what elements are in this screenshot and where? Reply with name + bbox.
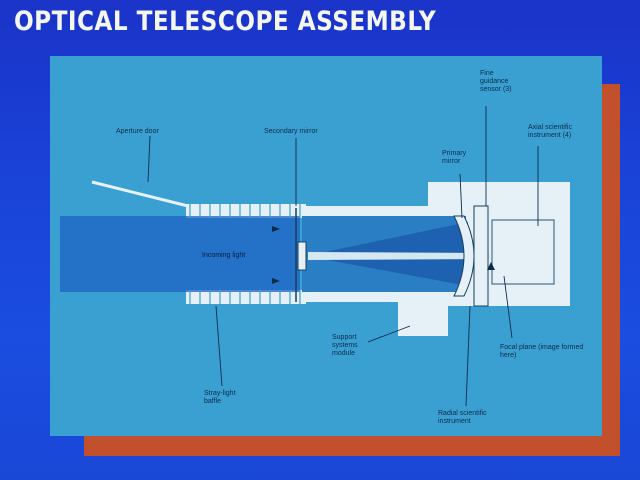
diagram-panel: Aperture door Secondary mirror Fine guid… xyxy=(50,56,602,436)
radial-instrument-leader xyxy=(465,305,471,407)
arrow-bottom xyxy=(272,278,280,284)
label-primary-mirror: Primary mirror xyxy=(442,150,467,165)
label-secondary-mirror: Secondary mirror xyxy=(264,128,318,135)
support-module-leader xyxy=(367,325,411,343)
focal-plane-leader xyxy=(503,275,513,339)
tube-top-wall xyxy=(302,206,478,216)
arrow-top xyxy=(272,226,280,232)
label-axial-instrument: Axial scientific instrument (4) xyxy=(528,124,572,139)
baffle-bottom-wall xyxy=(186,290,306,304)
primary-mirror xyxy=(453,215,475,297)
label-focal-plane: Focal plane (image formed here) xyxy=(500,344,584,359)
label-stray-light-baffle: Stray-light baffle xyxy=(204,390,236,405)
stray-light-leader xyxy=(215,305,223,387)
secondary-mirror xyxy=(297,241,307,271)
arrow-return xyxy=(487,262,495,270)
aperture-door xyxy=(91,180,189,208)
baffle-top-wall xyxy=(186,204,306,218)
label-aperture-door: Aperture door xyxy=(116,128,159,135)
light-beam xyxy=(60,216,300,292)
label-fine-guidance-sensor: Fine guidance sensor (3) xyxy=(480,70,512,93)
telescope-diagram xyxy=(60,106,570,407)
label-incoming-light: Incoming light xyxy=(202,252,246,259)
label-radial-instrument: Radial scientific instrument xyxy=(438,410,487,425)
slide-title: OPTICAL TELESCOPE ASSEMBLY xyxy=(14,6,437,37)
aperture-door-leader xyxy=(147,135,151,183)
axial-instrument-box xyxy=(491,219,555,285)
label-support-systems-module: Support systems module xyxy=(332,334,358,357)
reflected-cone xyxy=(308,252,490,260)
fine-guidance-sensor xyxy=(473,205,489,307)
tube-bottom-wall xyxy=(302,292,478,302)
primary-mirror-leader xyxy=(459,173,463,219)
